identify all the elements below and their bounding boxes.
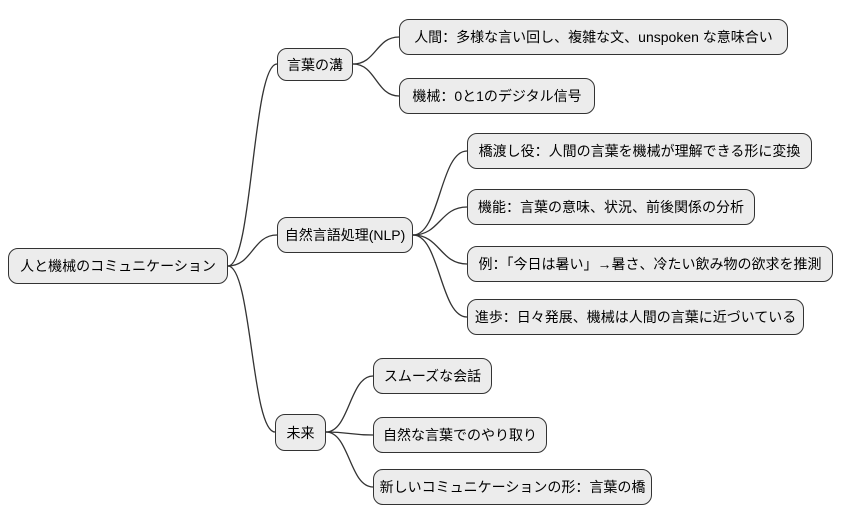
node-leaf-smooth-conversation: スムーズな会話 bbox=[373, 358, 492, 394]
node-branch-future: 未来 bbox=[275, 414, 326, 451]
node-branch-nlp: 自然言語処理(NLP) bbox=[277, 217, 413, 253]
node-leaf-function: 機能：言葉の意味、状況、前後関係の分析 bbox=[467, 189, 755, 225]
node-leaf-human: 人間：多様な言い回し、複雑な文、unspoken な意味合い bbox=[399, 19, 788, 55]
edge-gap-human bbox=[352, 36, 400, 65]
edge-nlp-bridge bbox=[412, 150, 468, 236]
node-leaf-new-communication: 新しいコミュニケーションの形：言葉の橋 bbox=[373, 469, 652, 505]
edge-future-newform bbox=[325, 431, 374, 488]
edge-nlp-progress bbox=[412, 234, 468, 318]
edge-gap-machine bbox=[352, 63, 400, 97]
edge-future-natural bbox=[325, 431, 374, 436]
node-leaf-example: 例：「今日は暑い」→暑さ、冷たい飲み物の欲求を推測 bbox=[467, 246, 833, 282]
node-leaf-progress: 進歩：日々発展、機械は人間の言葉に近づいている bbox=[467, 299, 804, 335]
edge-future-smooth bbox=[325, 375, 374, 433]
node-leaf-bridge: 橋渡し役：人間の言葉を機械が理解できる形に変換 bbox=[467, 133, 812, 169]
node-branch-language-gap: 言葉の溝 bbox=[277, 48, 353, 81]
node-root: 人と機械のコミュニケーション bbox=[8, 248, 228, 284]
edge-nlp-example bbox=[412, 234, 468, 265]
node-leaf-natural-language: 自然な言葉でのやり取り bbox=[373, 417, 547, 453]
edge-root-gap bbox=[227, 63, 278, 267]
edge-nlp-function bbox=[412, 206, 468, 236]
edge-root-future bbox=[227, 265, 276, 433]
edge-root-nlp bbox=[227, 234, 278, 267]
node-leaf-machine: 機械：0と1のデジタル信号 bbox=[399, 78, 595, 114]
